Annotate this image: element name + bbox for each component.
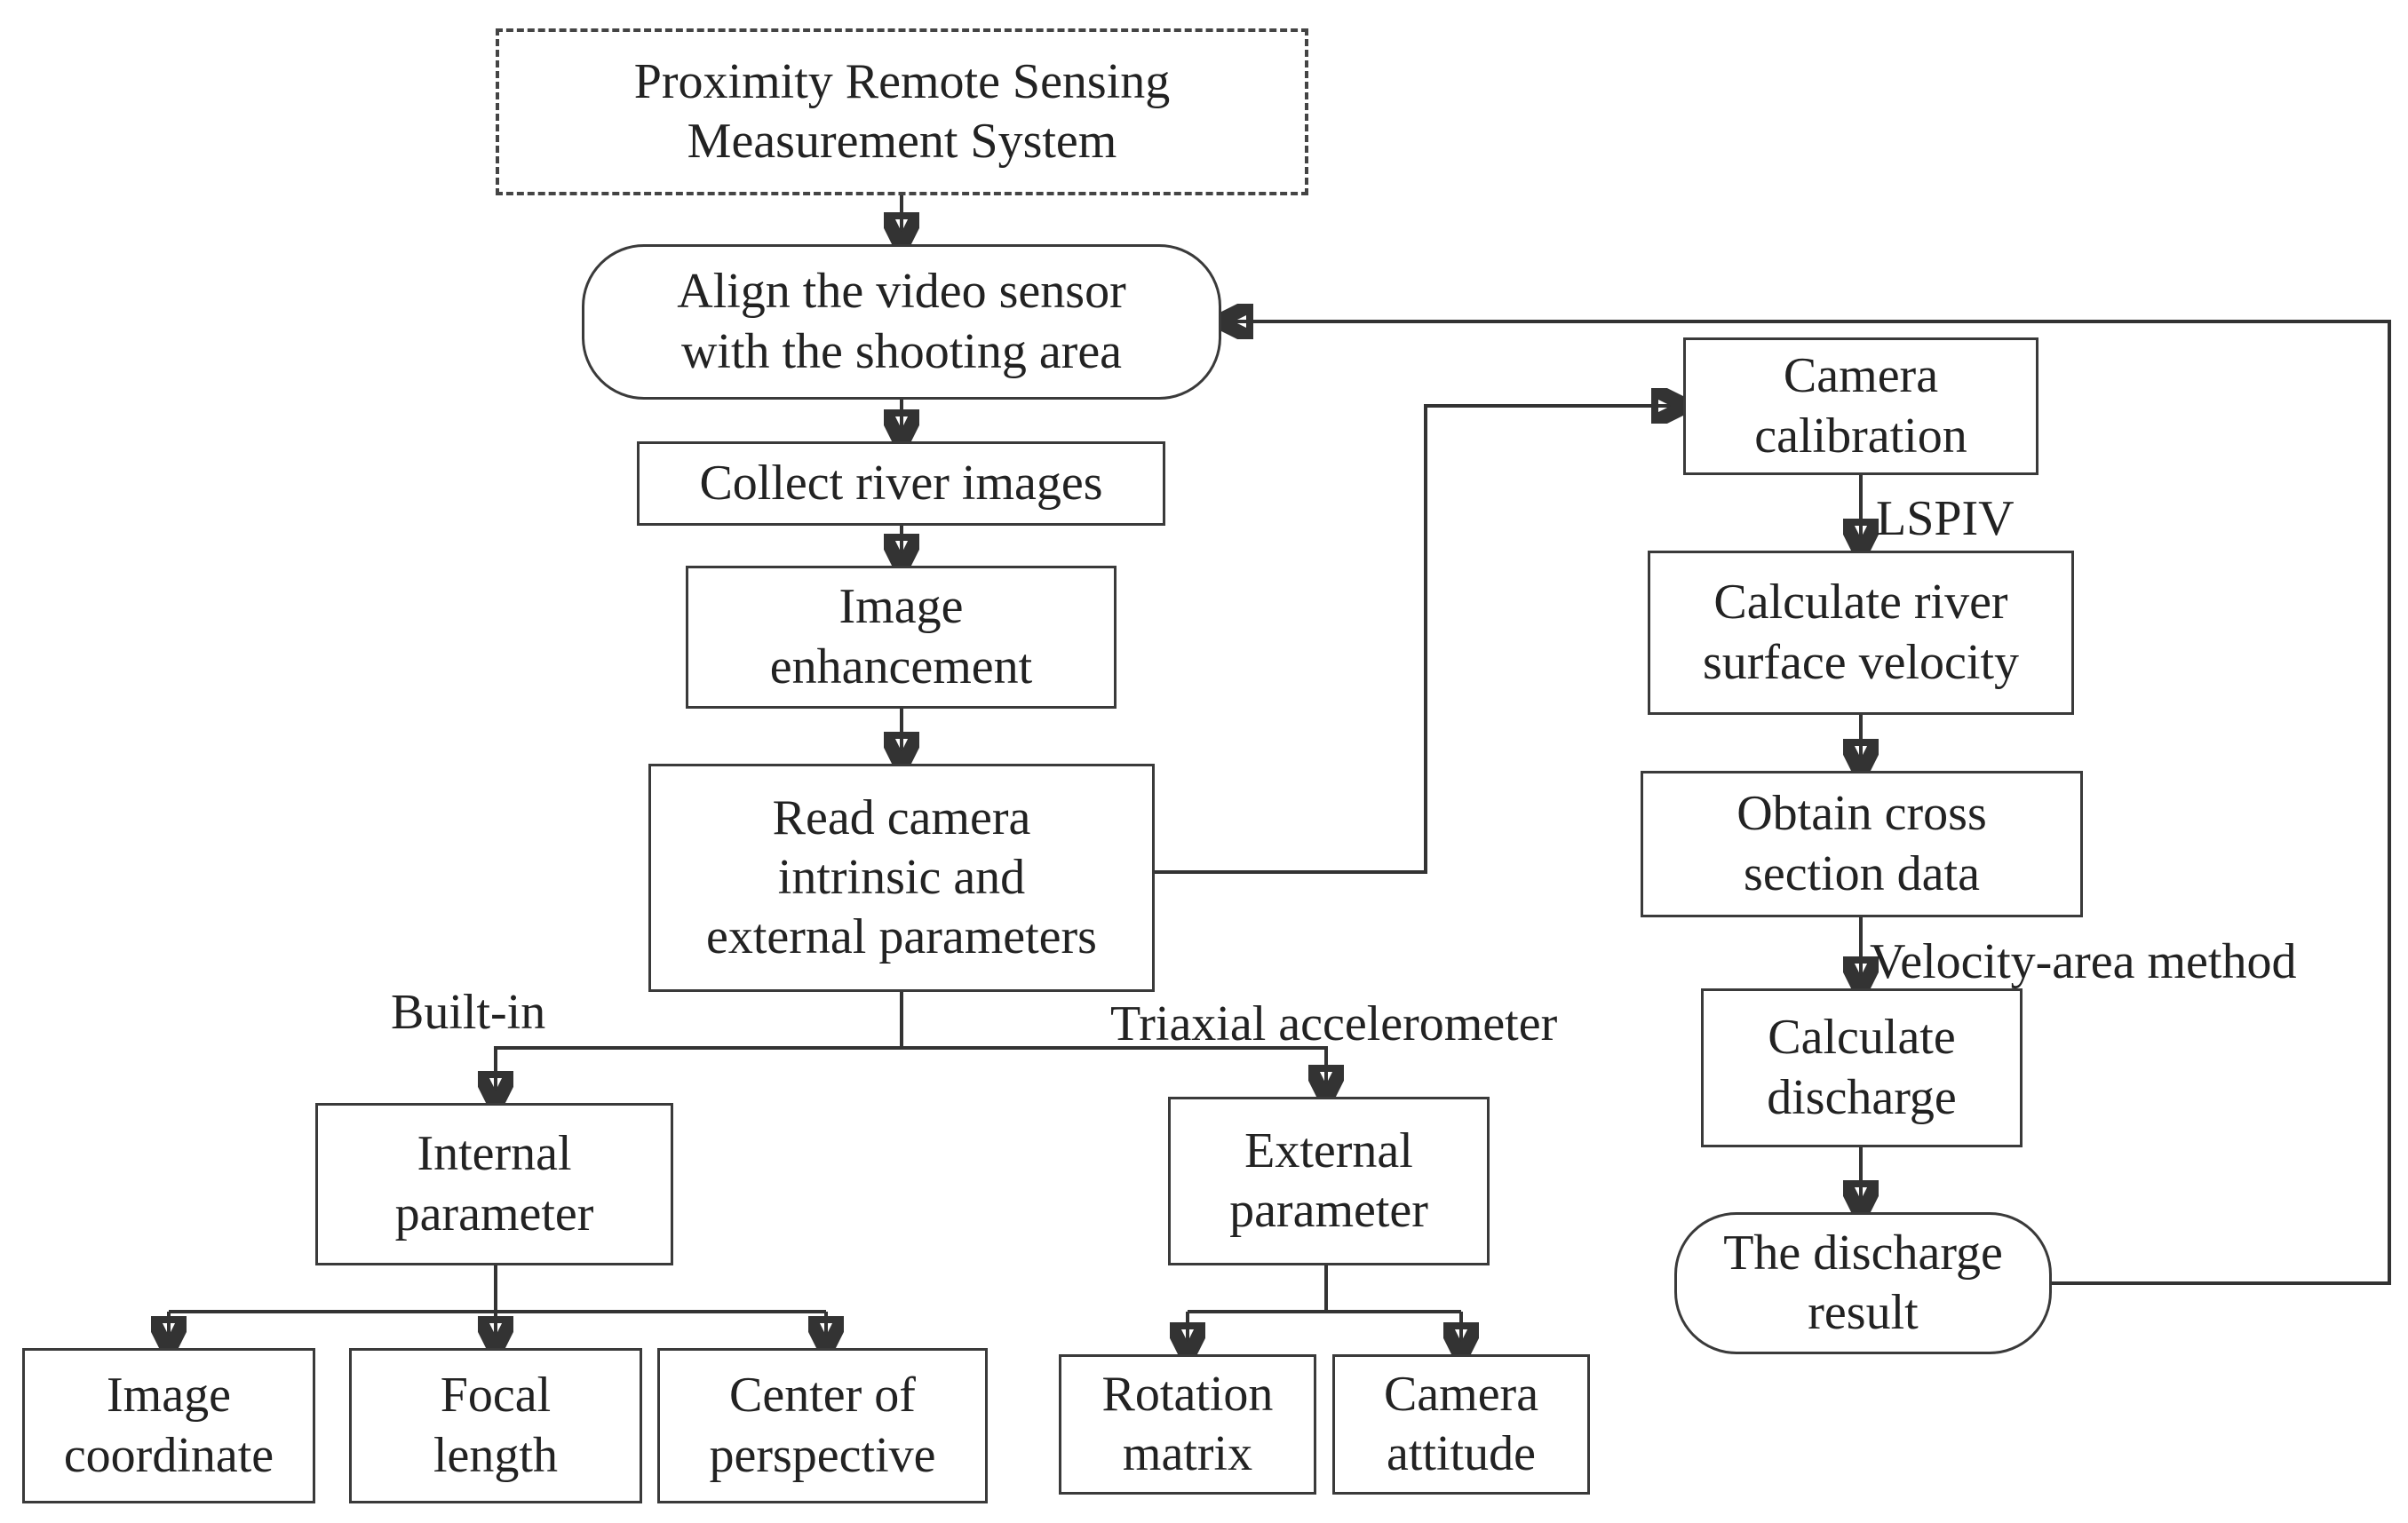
node-center-of-perspective: Center of perspective (657, 1348, 988, 1503)
node-align-sensor-label: Align the video sensor with the shooting… (677, 264, 1126, 379)
edge-read-to-calibration (1155, 406, 1683, 874)
node-center-of-perspective-label: Center of perspective (709, 1368, 936, 1483)
node-measurement-system-label: Proximity Remote Sensing Measurement Sys… (633, 53, 1171, 169)
node-camera-attitude-label: Camera attitude (1383, 1366, 1539, 1481)
node-calculate-discharge-label: Calculate discharge (1767, 1010, 1957, 1125)
node-obtain-cross-section: Obtain cross section data (1641, 771, 2083, 917)
node-camera-attitude: Camera attitude (1332, 1354, 1590, 1495)
node-rotation-matrix-label: Rotation matrix (1101, 1366, 1274, 1481)
node-image-enhancement: Image enhancement (686, 566, 1117, 709)
node-focal-length: Focal length (349, 1348, 642, 1503)
node-internal-parameter: Internal parameter (315, 1103, 673, 1265)
edge-label-triaxial-accelerometer: Triaxial accelerometer (1110, 996, 1558, 1051)
node-internal-parameter-label: Internal parameter (394, 1126, 594, 1241)
node-align-sensor: Align the video sensor with the shooting… (582, 244, 1221, 400)
node-calculate-discharge: Calculate discharge (1701, 988, 2023, 1147)
node-image-enhancement-label: Image enhancement (769, 579, 1033, 694)
node-external-parameter: External parameter (1168, 1097, 1490, 1265)
edge-to-external (902, 1046, 1326, 1097)
edge-label-built-in: Built-in (391, 985, 546, 1040)
node-image-coordinate: Image coordinate (22, 1348, 315, 1503)
node-calculate-surface-velocity-label: Calculate river surface velocity (1702, 575, 2020, 690)
node-focal-length-label: Focal length (433, 1368, 558, 1483)
node-image-coordinate-label: Image coordinate (63, 1368, 274, 1483)
node-measurement-system: Proximity Remote Sensing Measurement Sys… (496, 28, 1308, 195)
node-collect-river-images-label: Collect river images (699, 455, 1103, 511)
node-external-parameter-label: External parameter (1229, 1122, 1428, 1238)
node-discharge-result: The discharge result (1674, 1212, 2052, 1354)
edge-label-velocity-area-method: Velocity-area method (1870, 934, 2297, 989)
edge-label-lspiv: LSPIV (1876, 491, 2015, 546)
node-discharge-result-label: The discharge result (1723, 1225, 2003, 1340)
node-calculate-surface-velocity: Calculate river surface velocity (1648, 551, 2074, 715)
node-read-camera-parameters: Read camera intrinsic and external param… (648, 764, 1155, 992)
node-obtain-cross-section-label: Obtain cross section data (1736, 786, 1987, 901)
node-camera-calibration-label: Camera calibration (1754, 348, 1967, 464)
node-collect-river-images: Collect river images (637, 441, 1165, 526)
edge-result-feedback-to-align (1221, 321, 2391, 1285)
edge-to-internal (496, 1046, 902, 1103)
node-rotation-matrix: Rotation matrix (1059, 1354, 1316, 1495)
node-camera-calibration: Camera calibration (1683, 337, 2038, 475)
node-read-camera-parameters-label: Read camera intrinsic and external param… (706, 789, 1097, 965)
